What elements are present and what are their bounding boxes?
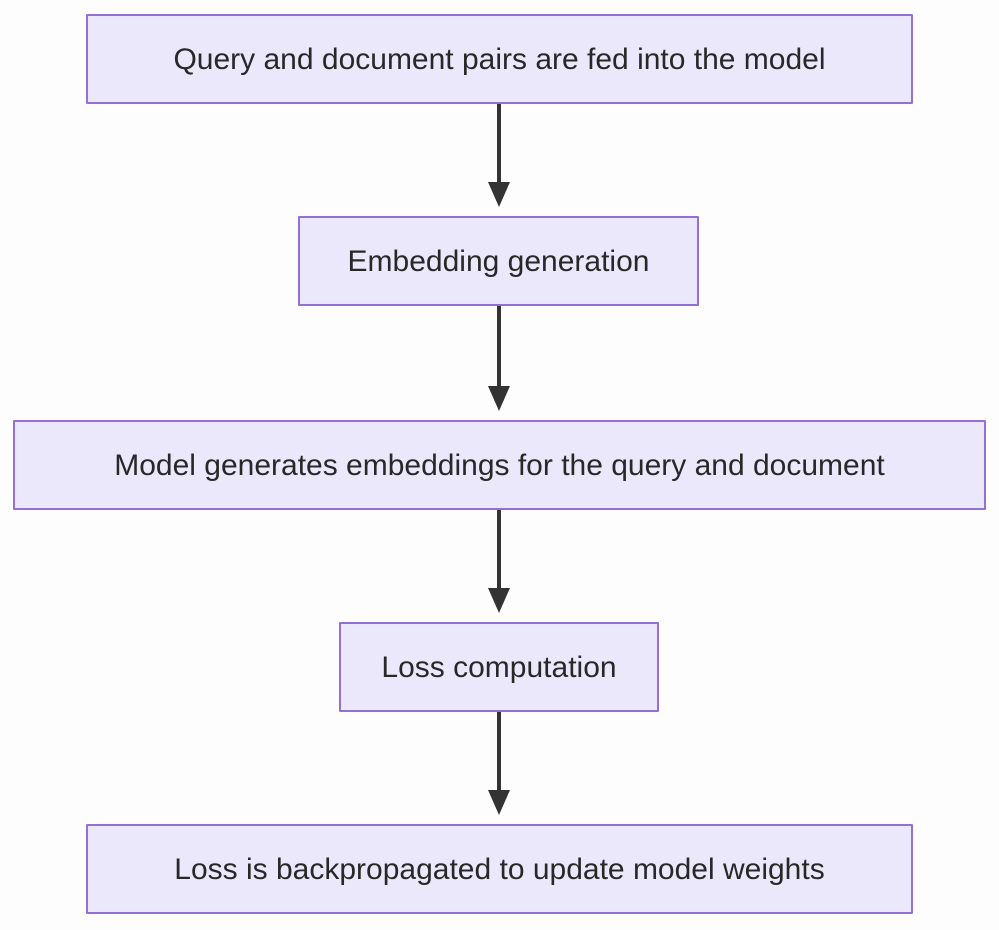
flowchart-node-embedding-generation[interactable]: Embedding generation [298,216,699,306]
flowchart-node-label: Loss is backpropagated to update model w… [174,852,825,886]
edge-n2-to-n3 [488,306,510,411]
flowchart-node-model-generates-embeddings[interactable]: Model generates embeddings for the query… [13,420,986,510]
flowchart-node-label: Model generates embeddings for the query… [114,448,885,482]
flowchart-node-loss-backpropagated[interactable]: Loss is backpropagated to update model w… [86,824,913,914]
arrowhead-n4-n5 [488,790,510,815]
flowchart-node-label: Loss computation [381,650,617,684]
flowchart-node-label: Embedding generation [347,244,650,278]
arrowhead-n3-n4 [488,588,510,613]
arrowhead-n1-n2 [488,182,510,207]
edge-n3-to-n4 [488,510,510,613]
flowchart-node-loss-computation[interactable]: Loss computation [339,622,659,712]
edge-n4-to-n5 [488,712,510,815]
flowchart-node-query-document-pairs[interactable]: Query and document pairs are fed into th… [86,14,913,104]
arrowhead-n2-n3 [488,386,510,411]
flowchart-node-label: Query and document pairs are fed into th… [173,42,826,76]
edge-n1-to-n2 [488,104,510,207]
